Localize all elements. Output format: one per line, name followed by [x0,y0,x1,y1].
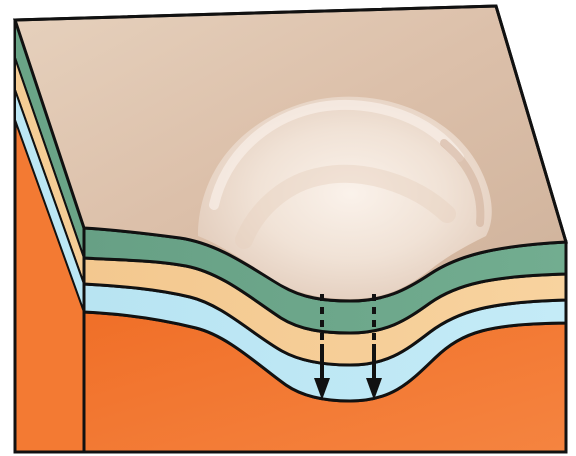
block-diagram-stage [0,0,576,456]
sinkhole-block-diagram [0,0,576,456]
